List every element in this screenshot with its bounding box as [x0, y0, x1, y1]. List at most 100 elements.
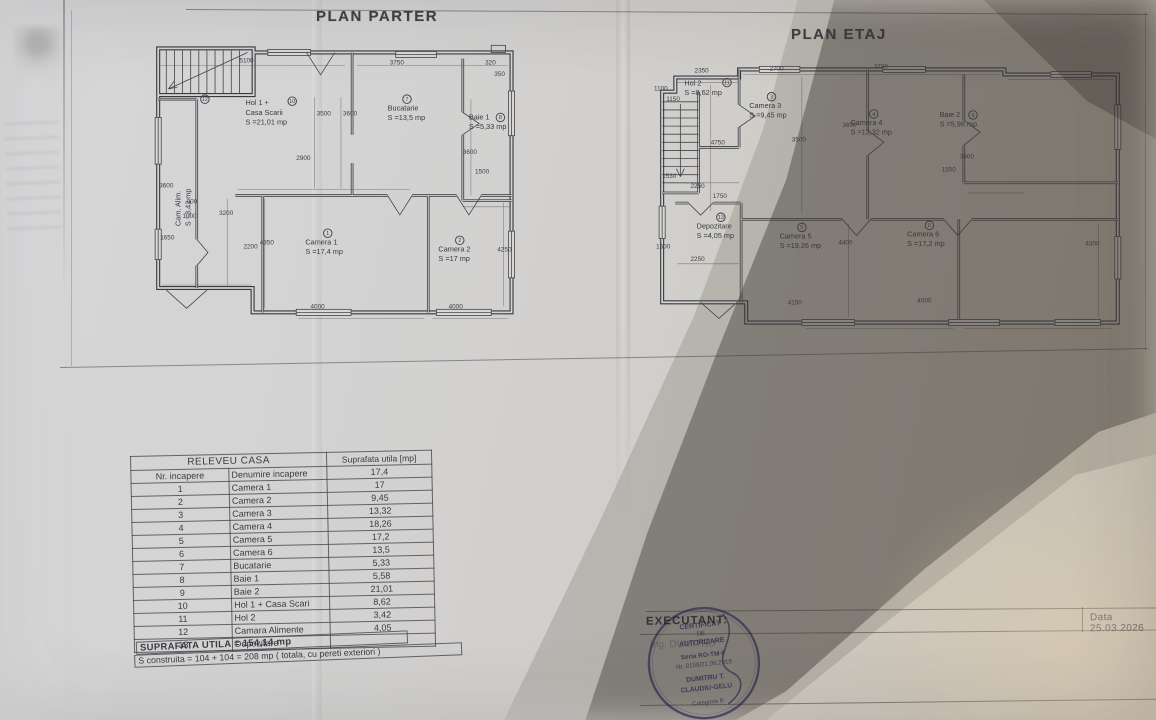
- dim-label: 1500: [475, 168, 490, 175]
- dim-label: 5100: [239, 58, 254, 65]
- room-label: S =9,45 mp: [749, 111, 786, 120]
- door-marks: [166, 52, 482, 309]
- room-number: 1: [326, 231, 329, 237]
- dim-label: 1530: [662, 173, 677, 180]
- room-label: Camera 6: [907, 229, 939, 238]
- stair-treads: [165, 50, 240, 94]
- room-number-circle: [766, 92, 777, 102]
- dim-label: 2250: [691, 256, 706, 263]
- windows: [154, 48, 515, 316]
- room-label: Casa Scarii: [246, 108, 284, 117]
- dim-label: 4000: [449, 303, 464, 310]
- room-number: 10: [289, 99, 295, 105]
- plan-parter-title: PLAN PARTER: [316, 8, 439, 25]
- dim-label: 2700: [769, 65, 784, 72]
- dim-label: 1650: [160, 234, 175, 241]
- dim-label: 3500: [792, 136, 807, 143]
- room-number: 13: [718, 215, 724, 221]
- room-label: Baie 1: [469, 112, 490, 121]
- room-number: 8: [499, 115, 502, 121]
- room-number-circle: [968, 110, 978, 120]
- stamp-line-6: DUMITRU T.: [686, 673, 725, 684]
- room-number: 2: [458, 238, 461, 244]
- paper-fold-center: [616, 0, 630, 720]
- room-label: Camera 4: [850, 118, 882, 127]
- dim-label: 4000: [917, 297, 932, 304]
- dim-label: 4000: [310, 303, 325, 310]
- room-number-circle: [200, 94, 210, 104]
- room-number-circle: [716, 212, 726, 222]
- dim-label: 3600: [842, 122, 857, 129]
- room-label: Camera 2: [438, 244, 470, 253]
- room-label: Baie 2: [940, 110, 961, 119]
- dim-label: 2200: [243, 243, 258, 250]
- stamp-ring: [647, 606, 761, 720]
- dim-label: 3700: [874, 63, 889, 70]
- stair-arrow: [675, 103, 685, 177]
- dim-label: 4150: [788, 299, 803, 306]
- dim-label: 1600: [656, 244, 671, 251]
- room-label: S =17 mp: [438, 254, 469, 263]
- room-number: 11: [724, 80, 730, 86]
- dim-label: 4300: [1085, 241, 1100, 248]
- room-number: 7: [405, 97, 408, 103]
- dim-label: 2900: [296, 155, 311, 162]
- plan-etaj-title: PLAN ETAJ: [791, 26, 887, 43]
- room-number-circle: [869, 109, 879, 119]
- dim-label: 3600: [343, 110, 358, 117]
- room-label: S =17,4 mp: [305, 247, 343, 256]
- room-number-circle: [287, 96, 297, 106]
- room-label: Cam. Alim.: [174, 191, 183, 226]
- chimney-notch: [490, 44, 506, 53]
- stamp-line-8: Categoria B: [692, 698, 724, 707]
- dim-label: 1750: [713, 193, 728, 200]
- dimension-lines: [160, 65, 510, 319]
- stamp-line-2: DE: [696, 631, 705, 638]
- room-label: Bucatarie: [388, 103, 419, 112]
- room-number-circle: [797, 222, 807, 233]
- room-label: S =5,33 mp: [469, 122, 507, 131]
- room-label: Hol 2: [684, 79, 701, 88]
- stamp-line-3: AUTORIZARE: [679, 637, 726, 649]
- dim-label: 4750: [711, 139, 726, 146]
- windows: [658, 65, 1122, 326]
- frame-line-left: [71, 10, 72, 366]
- dim-label: 4350: [260, 239, 275, 246]
- ghost-portrait: [14, 26, 62, 84]
- room-label: S =13,5 mp: [388, 113, 426, 122]
- dimension-lines: [677, 74, 1114, 329]
- dim-label: 4250: [497, 246, 512, 253]
- dim-label: 2350: [695, 67, 710, 74]
- room-number-circle: [924, 220, 935, 231]
- dim-label: 3600: [960, 154, 975, 161]
- room-number: 4: [872, 112, 875, 118]
- room-label: S =8,62 mp: [684, 88, 721, 97]
- room-label: S =21,01 mp: [246, 118, 288, 127]
- room-label: S =13,32 mp: [850, 128, 892, 137]
- dim-label: 3500: [317, 110, 332, 117]
- room-number: 5: [800, 225, 803, 231]
- room-number: 9: [972, 113, 975, 119]
- stair-arrow: [168, 52, 248, 90]
- room-label: Depozitare: [697, 221, 732, 230]
- titleblock-divider: [1082, 607, 1084, 632]
- dim-label: 4400: [838, 240, 853, 247]
- dim-label: 1000: [183, 213, 198, 220]
- room-label: S =19,26 mp: [780, 241, 822, 250]
- signature-squiggle: [721, 613, 742, 705]
- dim-label: 3750: [390, 60, 405, 67]
- dim-label: 2250: [691, 183, 706, 190]
- room-number-circle: [455, 235, 465, 246]
- authorization-stamp: CERTIFICAT DE AUTORIZARE Seria RO-TM-F N…: [647, 606, 761, 720]
- room-number-circle: [722, 77, 732, 88]
- stamp-line-4: Seria RO-TM-F: [680, 650, 726, 662]
- room-number-circle: [323, 228, 333, 238]
- dim-label: 350: [494, 71, 505, 78]
